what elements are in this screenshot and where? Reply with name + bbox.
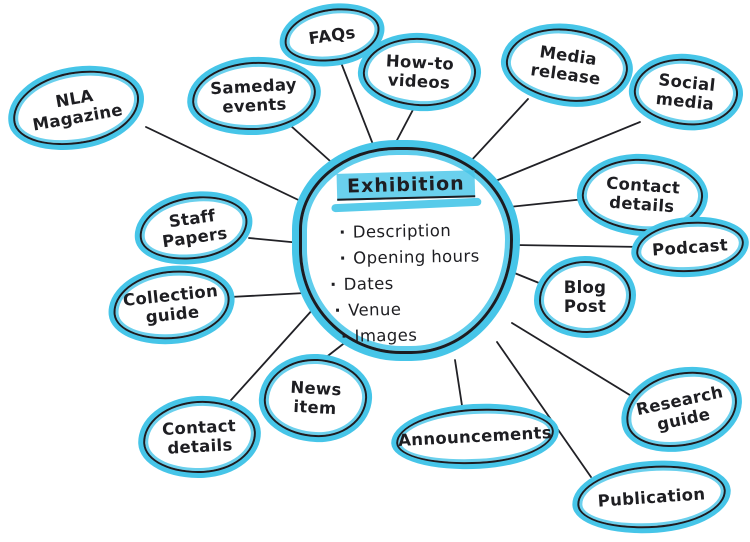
center-item-list: Description Opening hours Dates Venue Im… bbox=[301, 217, 481, 350]
node-label: How-to videos bbox=[385, 51, 455, 93]
node-label: Contact details bbox=[161, 416, 237, 458]
connector-line-contact-details-right bbox=[508, 198, 586, 208]
center-title: Exhibition bbox=[336, 170, 475, 201]
connector-line-social-media bbox=[492, 121, 641, 183]
connector-line-staff-papers bbox=[248, 237, 302, 244]
connector-line-media-release bbox=[468, 98, 529, 164]
center-item-venue: Venue bbox=[334, 295, 481, 324]
node-label: Collection guide bbox=[122, 281, 219, 327]
node-label: NLA Magazine bbox=[31, 85, 125, 135]
center-item-dates: Dates bbox=[330, 269, 481, 298]
node-label: Sameday events bbox=[209, 74, 298, 117]
node-label: Blog Post bbox=[563, 278, 607, 316]
connector-line-podcast bbox=[513, 244, 643, 248]
node-blog-post: Blog Post bbox=[539, 261, 631, 333]
center-title-wrap: Exhibition bbox=[331, 170, 482, 213]
connector-line-announcements bbox=[454, 359, 464, 413]
connector-line-contact-details-left bbox=[222, 307, 315, 410]
node-label: News item bbox=[289, 377, 343, 419]
connector-line-faqs bbox=[339, 59, 375, 148]
connector-line-blog-post bbox=[511, 271, 545, 286]
connector-line-research-guide bbox=[511, 322, 639, 401]
connector-line-sameday-events bbox=[290, 125, 340, 170]
connector-line-publication bbox=[496, 341, 592, 478]
center-item-images: Images bbox=[341, 321, 482, 349]
node-label: Media release bbox=[529, 42, 602, 89]
node-label: Contact details bbox=[605, 173, 681, 217]
center-item-opening-hours: Opening hours bbox=[339, 243, 480, 271]
node-label: Social media bbox=[654, 70, 717, 114]
node-label: FAQs bbox=[307, 22, 357, 48]
node-label: Announcements bbox=[397, 422, 553, 451]
node-label: Staff Papers bbox=[161, 205, 229, 252]
node-label: Publication bbox=[597, 483, 706, 511]
connector-line-collection-guide bbox=[229, 292, 306, 298]
center-item-description: Description bbox=[339, 217, 480, 245]
connector-line-how-to-videos bbox=[395, 103, 417, 143]
center-node-exhibition: Exhibition Description Opening hours Dat… bbox=[299, 147, 513, 354]
node-label: Podcast bbox=[651, 234, 729, 260]
connector-line-nla-magazine bbox=[145, 126, 312, 207]
node-label: Research guide bbox=[634, 381, 725, 434]
